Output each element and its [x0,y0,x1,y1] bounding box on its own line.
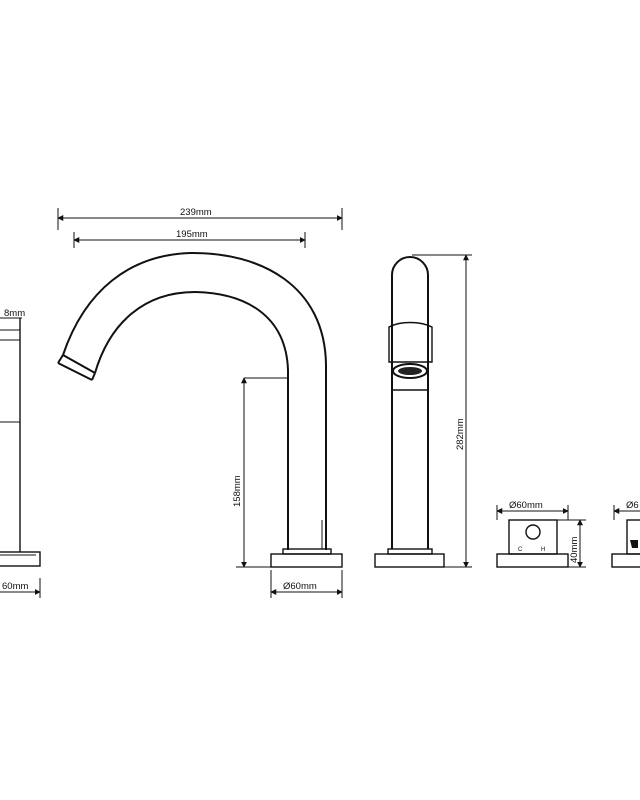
svg-text:C: C [518,547,523,553]
spout-drawing: 239mm 195mm 158mm Ø60mm [57,207,343,598]
aerator-icon [392,363,428,379]
spout-side-drawing: 282mm [374,254,472,568]
right-valve-drawing: Ø6 [611,500,640,568]
valve-drawing: Ø60mm C H 40mm [496,500,586,568]
spout-height-label: 158mm [232,475,243,507]
svg-text:H: H [541,547,545,553]
handshower-top-label: 8mm [4,308,25,319]
handshower-base-label: 60mm [2,581,28,592]
valve-diameter-label: Ø60mm [509,500,543,511]
spout-outline-icon [62,251,327,550]
hatched-handshower-icon [0,339,21,423]
valve-height-label: 40mm [569,537,580,563]
right-cut-label: Ø6 [626,500,639,511]
spout-base-label: Ø60mm [283,581,317,592]
side-height-label: 282mm [455,418,466,450]
handshower-drawing: 8mm 60mm [0,308,41,598]
spout-reach-total-label: 239mm [180,207,212,218]
spout-reach-inner-label: 195mm [176,229,208,240]
